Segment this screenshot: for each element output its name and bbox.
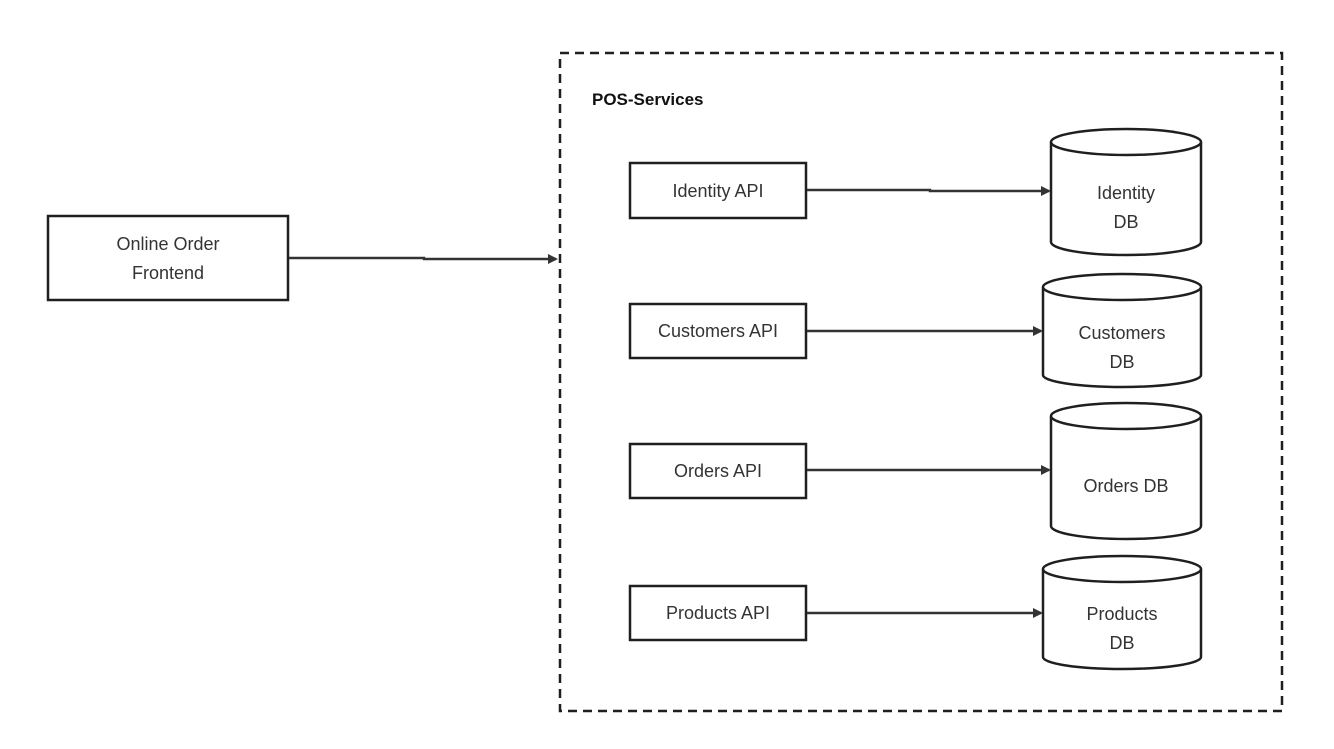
customers-db-label-line1: Customers	[1078, 323, 1165, 343]
orders-db-label-line1: Orders DB	[1083, 476, 1168, 496]
frontend-label-line1: Online Order	[116, 234, 219, 254]
frontend-label-line2: Frontend	[132, 263, 204, 283]
customers-db-label-line2: DB	[1109, 352, 1134, 372]
identity-api-node[interactable]: Identity API	[628, 161, 808, 220]
products-api-node[interactable]: Products API	[628, 584, 808, 642]
orders-api-node[interactable]: Orders API	[628, 442, 808, 500]
identity-db-node[interactable]: Identity DB	[1049, 127, 1203, 257]
identity-api-label: Identity API	[672, 181, 763, 201]
customers-api-label: Customers API	[658, 321, 778, 341]
customers-db-node[interactable]: Customers DB	[1041, 272, 1203, 389]
products-db-label-line2: DB	[1109, 633, 1134, 653]
identity-db-label-line1: Identity	[1097, 183, 1155, 203]
group-title: POS-Services	[592, 90, 704, 109]
customers-api-node[interactable]: Customers API	[628, 302, 808, 360]
identity-db-label-line2: DB	[1113, 212, 1138, 232]
products-api-label: Products API	[666, 603, 770, 623]
orders-api-label: Orders API	[674, 461, 762, 481]
pos-services-group	[558, 51, 1284, 713]
products-db-node[interactable]: Products DB	[1041, 554, 1203, 671]
identity-arrow	[807, 186, 1051, 196]
frontend-to-group-arrow	[289, 254, 558, 264]
orders-db-node[interactable]: Orders DB	[1049, 401, 1203, 541]
products-db-label-line1: Products	[1086, 604, 1157, 624]
frontend-node[interactable]: Online Order Frontend	[46, 214, 290, 302]
